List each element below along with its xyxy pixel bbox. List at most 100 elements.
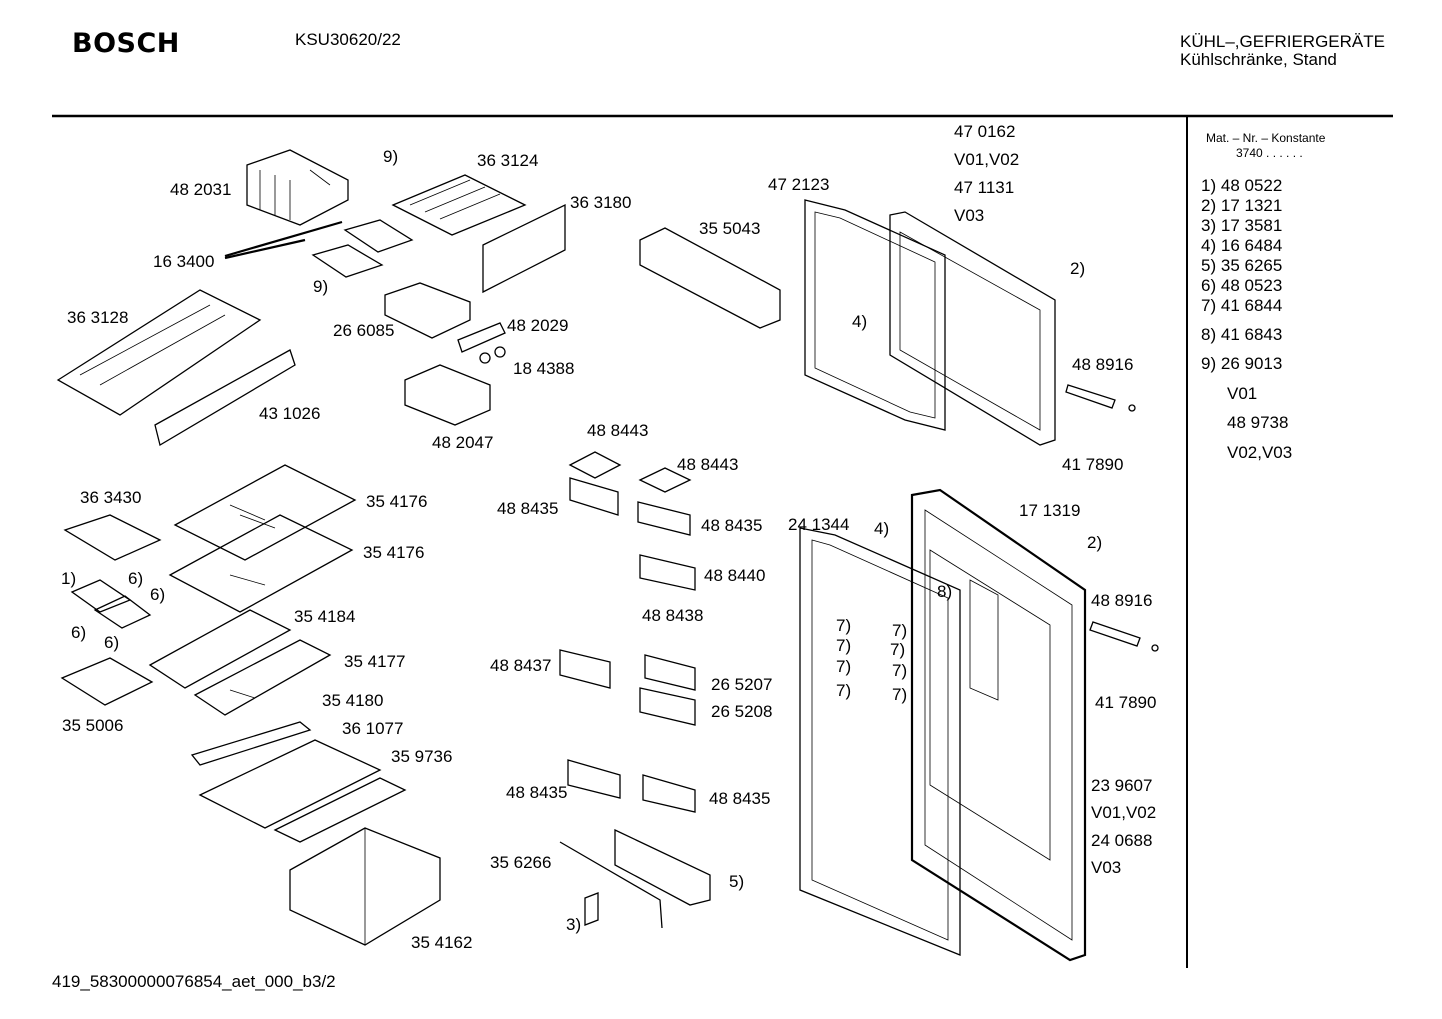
label-35-9736: 35 9736 — [391, 747, 453, 766]
part-36-1077 — [198, 739, 382, 829]
part-35-5006 — [60, 657, 154, 706]
label-36-3430: 36 3430 — [80, 488, 142, 507]
label-35-4180: 35 4180 — [322, 691, 384, 710]
label-35-6266: 35 6266 — [490, 853, 552, 872]
label-24-1344: 24 1344 — [788, 515, 850, 534]
label-48-2031: 48 2031 — [170, 180, 232, 199]
part-48-2031 — [246, 149, 349, 226]
legend-item: 1) 48 0522 — [1201, 176, 1282, 196]
part-bin-f — [639, 687, 696, 726]
label-v01-v02-lower: V01,V02 — [1091, 803, 1157, 822]
label-5: 5) — [729, 872, 745, 891]
category-line-2: Kühlschränke, Stand — [1180, 50, 1337, 69]
part-35-4184 — [148, 609, 292, 689]
legend-value: 35 6265 — [1220, 256, 1283, 275]
part-24-1344-gasket — [799, 527, 961, 956]
label-47-1131: 47 1131 — [954, 178, 1015, 197]
label-48-8435-a: 48 8435 — [497, 499, 559, 518]
label-48-8443-a: 48 8443 — [587, 421, 649, 440]
label-35-4176-a: 35 4176 — [366, 492, 428, 511]
label-48-8916-upper: 48 8916 — [1072, 355, 1134, 374]
part-47-0162-door — [889, 211, 1056, 446]
label-47-0162: 47 0162 — [954, 122, 1016, 141]
legend-constant: 3740 . . . . . . — [1236, 146, 1303, 160]
part-35-6266-rail — [559, 841, 663, 929]
part-handle-lower — [1089, 621, 1159, 652]
part-35-4177 — [193, 639, 332, 716]
part-35-9736 — [273, 777, 407, 843]
part-egg-tray-2 — [638, 467, 692, 493]
legend-key: 5) — [1201, 256, 1217, 275]
legend-item: 8) 41 6843 — [1201, 325, 1282, 345]
label-7-f: 7) — [892, 661, 908, 680]
doc-id-text: 419_58300000076854_aet_000_b — [52, 972, 312, 991]
part-crispers-small — [70, 579, 152, 629]
label-24-0688: 24 0688 — [1091, 831, 1153, 850]
label-48-8443-b: 48 8443 — [677, 455, 739, 474]
doc-id: 419_58300000076854_aet_000_b3/2 — [52, 972, 336, 992]
legend-value: 41 6843 — [1220, 325, 1283, 344]
label-48-8437: 48 8437 — [490, 656, 552, 675]
label-6-d: 6) — [104, 633, 120, 652]
legend-item: 9) 26 9013 — [1201, 354, 1282, 374]
label-6-c: 6) — [71, 623, 87, 642]
page-number: 3/2 — [312, 972, 336, 991]
legend-key: 2) — [1201, 196, 1217, 215]
part-35-4176-a — [173, 464, 357, 561]
legend-value: 48 0523 — [1220, 276, 1283, 295]
part-bin-c — [639, 554, 696, 591]
label-35-5006: 35 5006 — [62, 716, 124, 735]
label-43-1026: 43 1026 — [259, 404, 321, 423]
part-bin-i — [614, 828, 711, 906]
legend-variant-v02-v03: V02,V03 — [1227, 443, 1293, 462]
legend-variant-v01: V01 — [1227, 384, 1258, 403]
legend-item: 7) 41 6844 — [1201, 296, 1282, 316]
label-35-4184: 35 4184 — [294, 607, 356, 626]
label-35-5043: 35 5043 — [699, 219, 761, 238]
label-36-3180: 36 3180 — [570, 193, 632, 212]
label-6-a: 6) — [128, 569, 144, 588]
legend-item: 6) 48 0523 — [1201, 276, 1282, 296]
label-4-lower: 4) — [874, 519, 890, 538]
label-48-8440: 48 8440 — [704, 566, 766, 585]
part-35-4180 — [190, 721, 312, 766]
label-26-6085: 26 6085 — [333, 321, 395, 340]
label-36-1077: 36 1077 — [342, 719, 404, 738]
label-48-8916-lower: 48 8916 — [1091, 591, 1153, 610]
part-36-3128 — [56, 289, 262, 416]
part-35-4176-b — [168, 514, 354, 613]
part-bin-e — [644, 654, 696, 691]
part-48-2047 — [404, 364, 491, 426]
legend-key: 4) — [1201, 236, 1217, 255]
label-36-3128: 36 3128 — [67, 308, 129, 327]
label-48-8435-d: 48 8435 — [709, 789, 771, 808]
part-35-4162 — [289, 827, 441, 946]
legend-item: 2) 17 1321 — [1201, 196, 1282, 216]
label-7-a: 7) — [836, 616, 852, 635]
label-7-e: 7) — [836, 657, 852, 676]
part-43-1026 — [154, 349, 296, 447]
label-35-4162: 35 4162 — [411, 933, 473, 952]
legend-value: 17 3581 — [1220, 216, 1283, 235]
legend-value: 48 0522 — [1220, 176, 1283, 195]
label-7-d: 7) — [890, 640, 906, 659]
part-bin-d — [559, 649, 611, 689]
label-v03-upper: V03 — [954, 206, 985, 225]
label-48-8435-c: 48 8435 — [506, 783, 568, 802]
legend-value: 41 6844 — [1220, 296, 1283, 315]
label-1: 1) — [61, 569, 77, 588]
label-41-7890-lower: 41 7890 — [1095, 693, 1157, 712]
label-35-4176-b: 35 4176 — [363, 543, 425, 562]
label-48-8438: 48 8438 — [642, 606, 704, 625]
legend-key: 8) — [1201, 325, 1217, 344]
label-7-c: 7) — [836, 636, 852, 655]
part-bin-a — [569, 477, 619, 516]
label-48-2047: 48 2047 — [432, 433, 494, 452]
part-bin-b — [637, 501, 691, 536]
label-v03-lower: V03 — [1091, 858, 1122, 877]
label-17-1319: 17 1319 — [1019, 501, 1081, 520]
part-36-3124 — [391, 174, 527, 236]
legend-value: 17 1321 — [1220, 196, 1283, 215]
part-36-3430 — [63, 514, 162, 561]
